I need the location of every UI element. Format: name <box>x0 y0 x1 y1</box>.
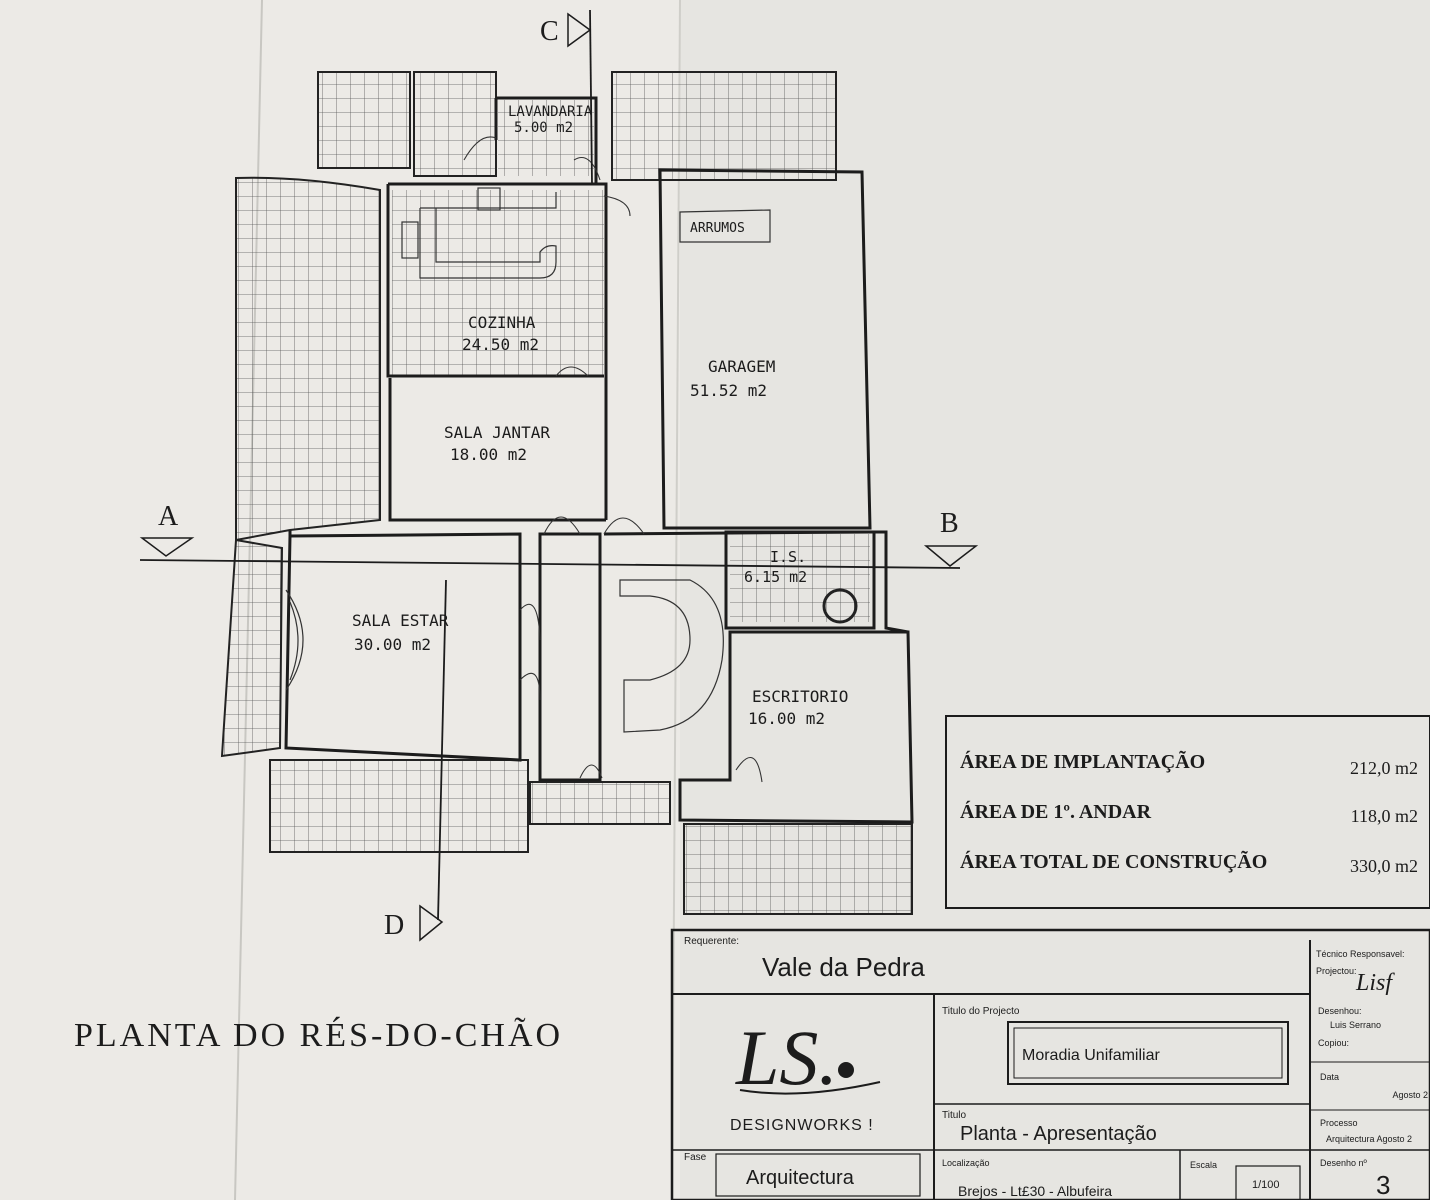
room-name-is: I.S. <box>770 548 806 566</box>
room-name-garagem: GARAGEM <box>708 357 775 376</box>
projectou-signature: Lisf <box>1355 970 1395 996</box>
desenho-value: 3 <box>1376 1170 1390 1200</box>
arrumos-box <box>679 209 771 243</box>
room-name-sala-jantar: SALA JANTAR <box>444 423 550 442</box>
fase-value: Arquitectura <box>746 1167 855 1189</box>
copiou-label: Copiou: <box>1318 1038 1349 1048</box>
section-lines <box>139 9 979 942</box>
section-marker-b: B <box>940 508 959 539</box>
wall-sala-estar <box>284 532 522 762</box>
titulo-projecto-label: Titulo do Projecto <box>942 1006 1020 1017</box>
tecnico-label: Técnico Responsavel: <box>1316 949 1405 959</box>
processo-value: Arquitectura Agosto 2 <box>1326 1134 1412 1144</box>
terraces <box>220 71 913 915</box>
titulo-projecto-value: Moradia Unifamiliar <box>1022 1047 1160 1064</box>
processo-label: Processo <box>1320 1118 1358 1128</box>
room-area-escritorio: 16.00 m2 <box>748 709 825 728</box>
kitchen-hob <box>477 187 501 211</box>
requerente-value: Vale da Pedra <box>762 952 925 982</box>
data-value: Agosto 2 <box>1392 1090 1428 1100</box>
doors <box>463 136 763 783</box>
area-label-implantacao: ÁREA DE IMPLANTAÇÃO <box>960 750 1205 773</box>
section-marker-c: C <box>540 16 559 47</box>
room-area-is: 6.15 m2 <box>744 568 807 586</box>
walls <box>284 96 914 824</box>
logo-swoosh <box>739 1081 881 1095</box>
area-table <box>945 715 1430 909</box>
room-area-sala-estar: 30.00 m2 <box>354 635 431 654</box>
room-name-cozinha: COZINHA <box>468 313 536 332</box>
room-name-escritorio: ESCRITORIO <box>752 687 848 706</box>
desenhou-value: Luis Serrano <box>1330 1020 1381 1030</box>
area-value-1-andar: 118,0 m2 <box>1351 806 1418 826</box>
title-block <box>670 928 1430 1200</box>
section-marker-a: A <box>158 501 179 532</box>
shower <box>822 588 858 624</box>
is-floor <box>730 534 870 622</box>
room-name-arrumos: ARRUMOS <box>690 221 745 236</box>
wall-garage <box>658 168 872 530</box>
terrace-south-left <box>269 759 529 853</box>
localizacao-value: Brejos - Lt£30 - Albufeira <box>958 1183 1112 1199</box>
fase-label: Fase <box>684 1152 707 1163</box>
room-area-cozinha: 24.50 m2 <box>462 335 539 354</box>
section-marker-d: D <box>384 910 404 941</box>
terrace-top-left <box>317 71 411 169</box>
terrace-south-right <box>683 823 913 915</box>
localizacao-label: Localização <box>942 1158 990 1168</box>
desenho-label: Desenho nº <box>1320 1158 1368 1168</box>
kitchen-floor <box>392 190 604 376</box>
wall-lavandaria <box>494 96 598 184</box>
desenhou-label: Desenhou: <box>1318 1006 1362 1016</box>
kitchen-sink <box>401 221 419 259</box>
area-label-1-andar: ÁREA DE 1º. ANDAR <box>960 800 1152 823</box>
wall-kitchen <box>386 182 608 520</box>
room-area-sala-jantar: 18.00 m2 <box>450 445 527 464</box>
escala-value: 1/100 <box>1252 1179 1280 1191</box>
area-value-implantacao: 212,0 m2 <box>1350 758 1418 778</box>
fireplace <box>285 589 304 691</box>
plan-title: PLANTA DO RÉS-DO-CHÃO <box>74 1017 563 1054</box>
paper-fold <box>671 0 681 1200</box>
room-name-sala-estar: SALA ESTAR <box>352 611 449 630</box>
requerente-label: Requerente: <box>684 936 739 947</box>
terrace-west-lower <box>220 538 284 758</box>
area-value-total: 330,0 m2 <box>1350 856 1418 876</box>
area-label-total: ÁREA TOTAL DE CONSTRUÇÃO <box>960 850 1267 873</box>
lavandaria-floor <box>498 100 594 176</box>
logo-dot <box>838 1062 854 1078</box>
room-name-lavandaria: LAVANDARIA <box>508 104 593 120</box>
room-area-lavandaria: 5.00 m2 <box>514 120 573 136</box>
kitchen-counter <box>419 192 557 279</box>
data-label: Data <box>1320 1072 1339 1082</box>
wall-outer-ring <box>288 530 909 634</box>
terrace-south-mid <box>529 781 671 825</box>
projectou-label: Projectou: <box>1316 966 1357 976</box>
titulo-label: Titulo <box>942 1110 967 1121</box>
titulo-value: Planta - Apresentação <box>960 1123 1157 1145</box>
room-area-garagem: 51.52 m2 <box>690 381 767 400</box>
terrace-top-mid <box>413 71 497 177</box>
stairs <box>619 579 724 733</box>
logo-ls: LS. <box>735 1014 838 1101</box>
escala-label: Escala <box>1190 1160 1217 1170</box>
wall-sala-jantar <box>388 378 606 522</box>
terrace-top-right <box>611 71 837 181</box>
terrace-west <box>235 176 381 542</box>
logo-designworks: DESIGNWORKS ! <box>730 1117 874 1134</box>
